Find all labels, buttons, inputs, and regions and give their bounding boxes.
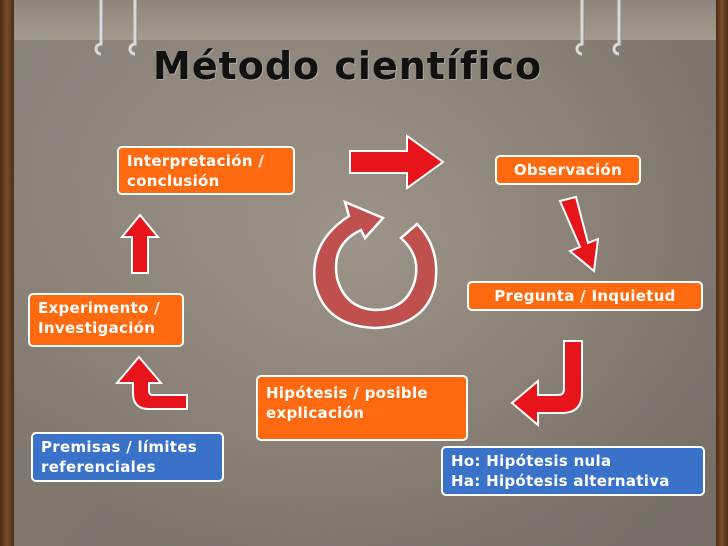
note-premisas-line1: Premisas / límites <box>41 438 197 456</box>
step-pregunta: Pregunta / Inquietud <box>467 281 703 311</box>
note-hipotesis-nula-alternativa: Ho: Hipótesis nula Ha: Hipótesis alterna… <box>441 446 705 496</box>
arrow-curve-up-left-icon <box>114 355 188 410</box>
wood-frame-left <box>0 0 14 546</box>
cycle-arrow-icon <box>313 199 438 330</box>
note-premisas: Premisas / límites referenciales <box>31 432 224 482</box>
step-hipotesis-line1: Hipótesis / posible <box>266 384 428 402</box>
note-hipotesis-nula: Ho: Hipótesis nula <box>451 452 612 470</box>
arrow-curve-down-left-icon <box>510 340 583 427</box>
page-title: Método científico <box>153 44 543 88</box>
wood-frame-right <box>716 0 728 546</box>
step-observacion-label: Observación <box>513 161 623 179</box>
step-experimento: Experimento / Investigación <box>28 293 184 347</box>
step-interpretacion: Interpretación / conclusión <box>117 146 295 195</box>
arrow-down-icon <box>558 195 600 273</box>
binder-ring-icon <box>575 0 589 58</box>
step-experimento-line2: Investigación <box>38 319 156 337</box>
binder-ring-icon <box>94 0 108 58</box>
note-hipotesis-alternativa: Ha: Hipótesis alternativa <box>451 472 670 490</box>
arrow-right-icon <box>349 134 445 190</box>
step-observacion: Observación <box>495 155 641 185</box>
binder-ring-icon <box>128 0 142 58</box>
step-interpretacion-line1: Interpretación / <box>127 152 265 170</box>
note-premisas-line2: referenciales <box>41 458 156 476</box>
step-pregunta-label: Pregunta / Inquietud <box>494 287 676 305</box>
step-hipotesis: Hipótesis / posible explicación <box>256 375 468 441</box>
step-interpretacion-line2: conclusión <box>127 172 220 190</box>
step-experimento-line1: Experimento / <box>38 299 160 317</box>
notebook-top-strip <box>14 0 716 40</box>
step-hipotesis-line2: explicación <box>266 404 365 422</box>
arrow-up-icon <box>120 213 160 274</box>
binder-ring-icon <box>612 0 626 58</box>
